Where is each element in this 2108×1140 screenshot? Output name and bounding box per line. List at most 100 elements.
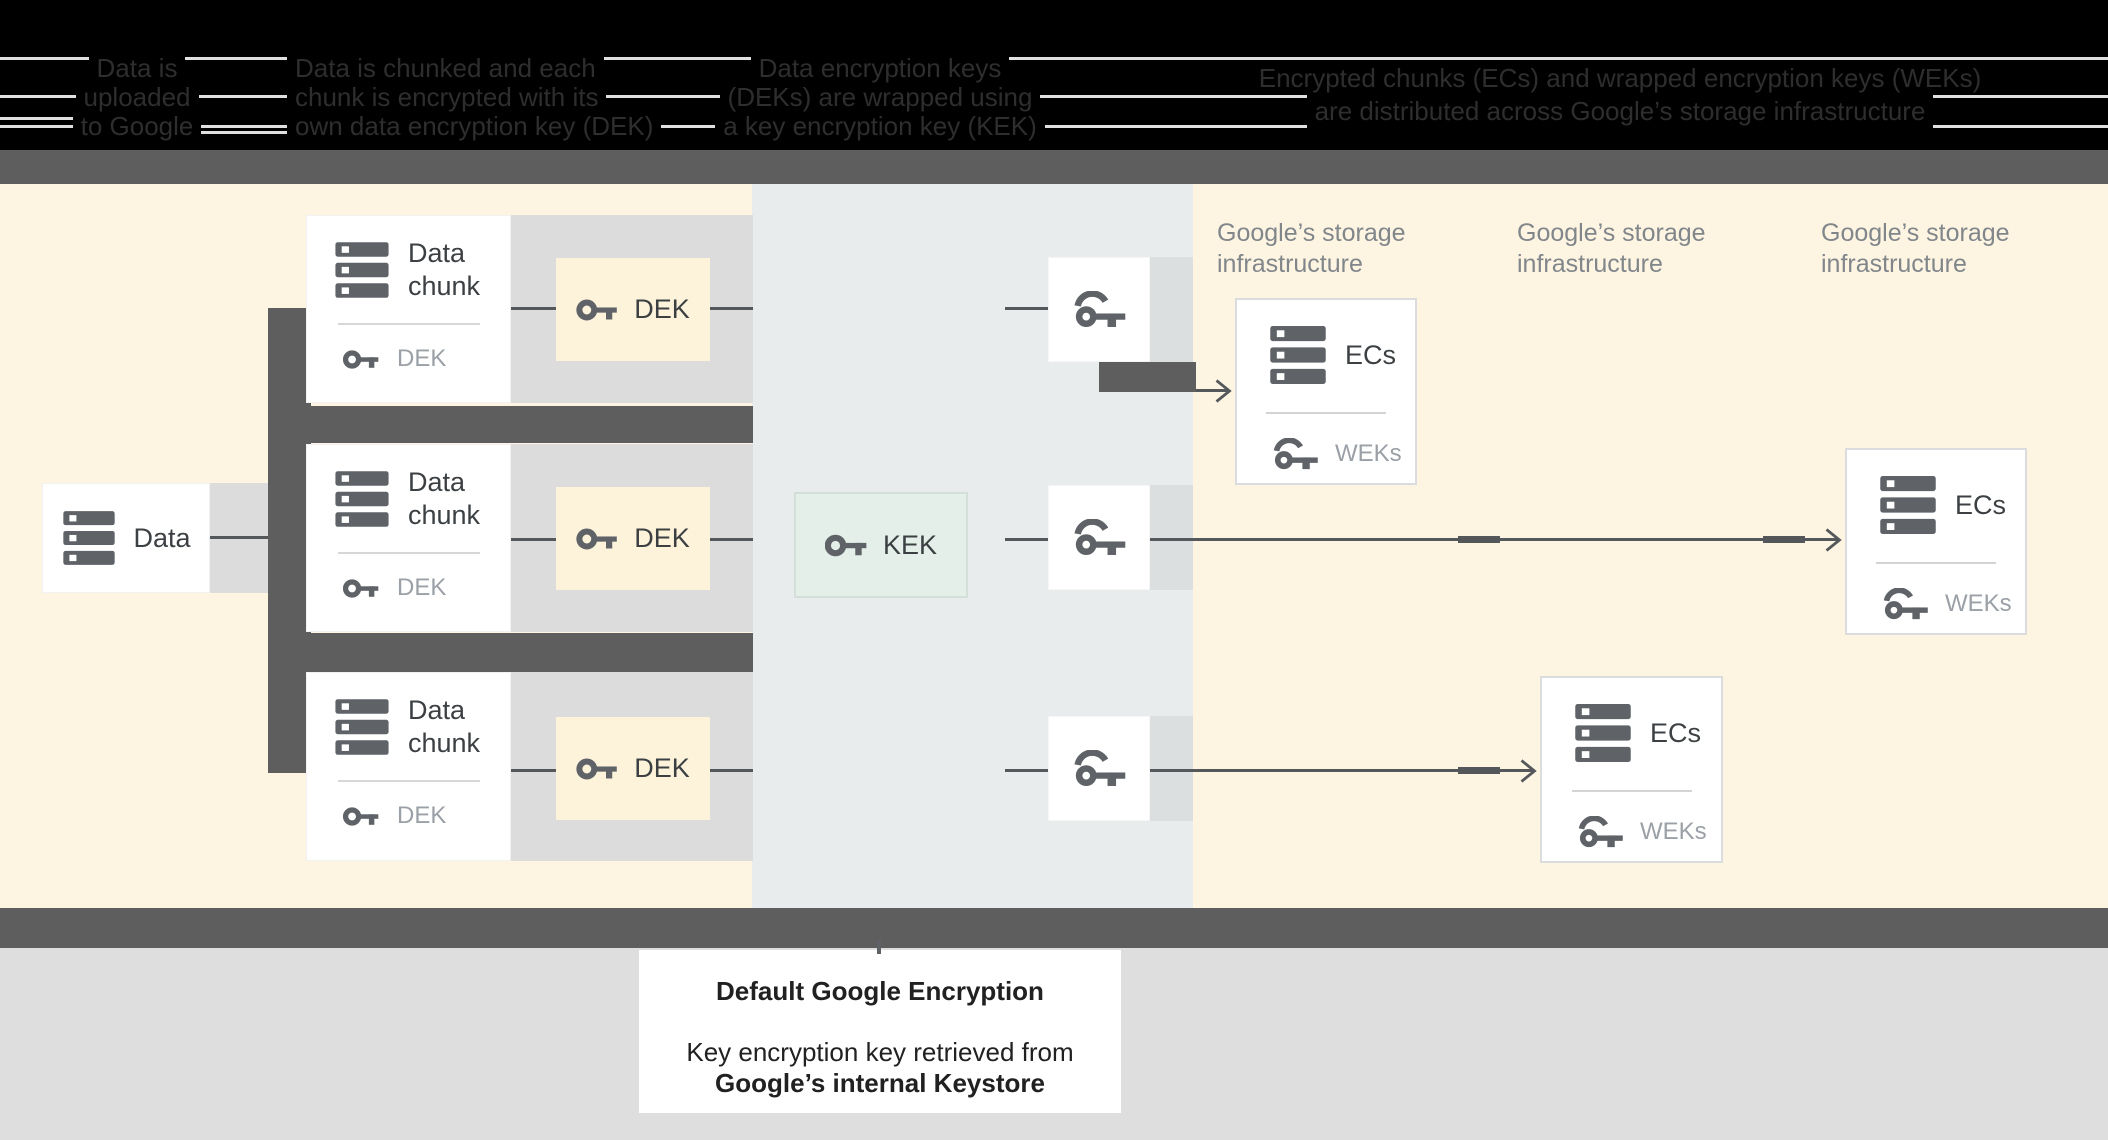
horizontal-connector-bar	[311, 633, 753, 672]
data-chunk-box: Data chunk DEK	[306, 672, 511, 861]
storage-label-line: Google’s storage	[1821, 219, 2010, 247]
header-step-1-line: Data is	[88, 54, 186, 83]
ec-box: ECs WEKs	[1540, 676, 1723, 863]
wrapped-key-icon	[1576, 816, 1624, 848]
kek-box: KEK	[794, 492, 968, 598]
connector-line	[511, 769, 557, 772]
header-step-1-line: to Google	[72, 112, 202, 141]
caption-title: Default Google Encryption	[716, 976, 1044, 1006]
bottom-divider-bar	[0, 908, 2108, 948]
arrow-dash	[1763, 536, 1805, 543]
key-icon	[343, 806, 379, 827]
arrow-dash	[1458, 536, 1500, 543]
header-step-3-line: a key encryption key (KEK)	[715, 112, 1045, 141]
footer-area: Default Google Encryption Key encryption…	[0, 948, 2108, 1140]
divider	[1876, 562, 1996, 564]
header-band: Data is uploaded to Google Data is chunk…	[0, 0, 2108, 150]
divider	[1571, 790, 1692, 792]
key-icon	[825, 533, 867, 558]
arrow-dash	[1458, 767, 1500, 774]
data-chunk-label: Data chunk	[408, 466, 481, 530]
kek-box-label: KEK	[882, 529, 938, 560]
data-chunk-box: Data chunk DEK	[306, 215, 511, 403]
header-streak-line	[0, 57, 2108, 60]
header-step-2-line: chunk is encrypted with its	[287, 83, 607, 112]
dek-box: DEK	[556, 258, 710, 361]
top-divider-bar	[0, 150, 2108, 184]
divider	[337, 552, 480, 554]
connector-line	[710, 538, 753, 541]
key-wrap-box	[1048, 485, 1150, 590]
dek-box-label: DEK	[634, 523, 690, 553]
key-wrap-box	[1048, 716, 1150, 821]
header-step-1-line: uploaded	[75, 83, 199, 112]
storage-label: Google’s storage infrastructure	[1821, 218, 2010, 280]
arrow-line	[1196, 389, 1228, 392]
key-icon	[343, 578, 379, 599]
data-chunk-box: Data chunk DEK	[306, 444, 511, 632]
weks-label: WEKs	[1945, 590, 2012, 617]
storage-label-line: Google’s storage	[1517, 219, 1706, 247]
weks-label: WEKs	[1335, 440, 1402, 467]
data-box: Data	[42, 483, 210, 593]
kek-connector-stub	[877, 940, 881, 954]
vertical-connector-bar	[268, 308, 311, 773]
storage-label: Google’s storage infrastructure	[1517, 218, 1706, 280]
database-icon	[1267, 326, 1329, 384]
header-step-4-line: are distributed across Google’s storage …	[1306, 95, 1934, 128]
wrapped-key-icon	[1881, 588, 1929, 620]
header-step-3: Data encryption keys (DEKs) are wrapped …	[715, 54, 1045, 141]
key-wrap-box	[1048, 257, 1150, 362]
ec-box-label: ECs	[1955, 489, 2007, 520]
wrapped-key-icon	[1072, 519, 1126, 556]
chunk-dek-label: DEK	[397, 345, 447, 372]
header-streak-line	[0, 125, 2108, 128]
header-step-3-line: (DEKs) are wrapped using	[719, 83, 1041, 112]
storage-label-line: Google’s storage	[1217, 219, 1406, 247]
wrap-box-band	[1150, 716, 1193, 821]
wrap-box-band	[1150, 485, 1193, 590]
ec-box-label: ECs	[1650, 717, 1702, 748]
divider	[337, 323, 480, 325]
chunk-dek-label: DEK	[397, 574, 447, 601]
data-chunk-label: Data chunk	[408, 694, 481, 758]
header-streak-line	[0, 95, 2108, 98]
connector-line	[1005, 769, 1049, 772]
database-icon	[333, 471, 391, 527]
caption-box: Default Google Encryption Key encryption…	[639, 950, 1121, 1113]
database-icon	[333, 699, 391, 755]
header-step-4-line: Encrypted chunks (ECs) and wrapped encry…	[1250, 62, 1990, 95]
chunk-dek-label: DEK	[397, 802, 447, 829]
arrowhead-icon	[1824, 527, 1842, 553]
dek-box-label: DEK	[634, 294, 690, 324]
ec-box: ECs WEKs	[1235, 298, 1417, 485]
wrap-box-band	[1150, 257, 1193, 362]
key-icon	[576, 527, 618, 551]
wrapped-key-icon	[1072, 291, 1126, 328]
header-step-3-line: Data encryption keys	[750, 54, 1010, 83]
diagram-main: Data Data chunk DEK Data chunk DEK	[0, 184, 2108, 908]
weks-label: WEKs	[1640, 818, 1707, 845]
arrowhead-icon	[1214, 378, 1232, 404]
storage-label-line: infrastructure	[1217, 250, 1363, 278]
database-icon	[1877, 476, 1939, 534]
connector-line	[1005, 538, 1049, 541]
header-step-4: Encrypted chunks (ECs) and wrapped encry…	[1250, 62, 1990, 128]
connector-line	[1005, 307, 1049, 310]
data-chunk-label: Data chunk	[408, 237, 481, 301]
storage-label: Google’s storage infrastructure	[1217, 218, 1406, 280]
database-icon	[333, 242, 391, 298]
arrowhead-icon	[1519, 758, 1537, 784]
key-icon	[343, 349, 379, 370]
connector-line	[511, 538, 557, 541]
ec-box: ECs WEKs	[1845, 448, 2027, 635]
header-streak-line	[0, 117, 88, 120]
header-step-2-line: Data is chunked and each	[287, 54, 604, 83]
connector-line	[710, 307, 753, 310]
arrow-thick-bar	[1099, 362, 1196, 392]
storage-label-line: infrastructure	[1517, 250, 1663, 278]
wrapped-key-icon	[1072, 750, 1126, 787]
dek-box: DEK	[556, 487, 710, 590]
key-icon	[576, 757, 618, 781]
